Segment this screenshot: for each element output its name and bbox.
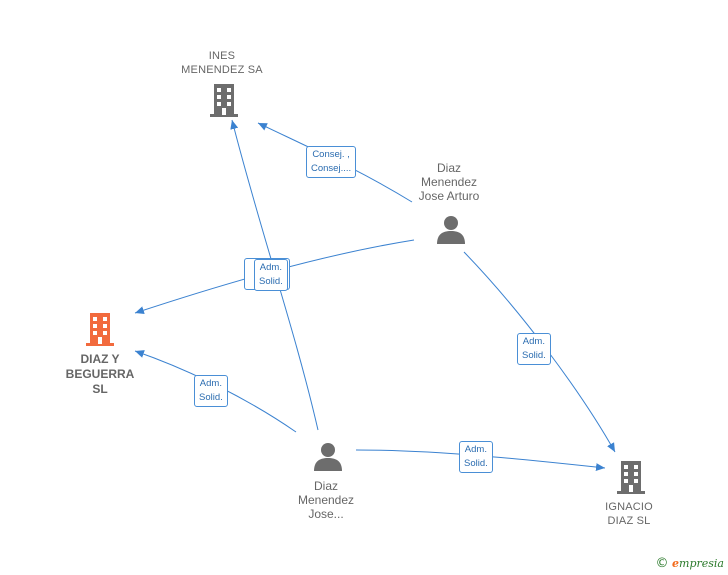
company-label-ignacio[interactable]: IGNACIO DIAZ SL	[605, 501, 653, 527]
edge-label-jose-ignacio[interactable]: Adm. Solid.	[459, 441, 493, 473]
building-icon-highlighted[interactable]	[84, 312, 116, 346]
building-icon[interactable]	[208, 83, 240, 117]
person-icon[interactable]	[313, 441, 343, 471]
person-label-arturo[interactable]: Diaz Menendez Jose Arturo	[418, 161, 480, 203]
building-icon[interactable]	[615, 460, 647, 494]
copyright-icon: ©	[655, 556, 669, 571]
person-label-jose[interactable]: Diaz Menendez Jose...	[297, 479, 355, 521]
brand-watermark: © empresia	[656, 556, 724, 571]
company-label-diaz-beguerra[interactable]: DIAZ Y BEGUERRA SL	[65, 352, 135, 396]
brand-logo-initial: e	[672, 557, 680, 570]
edge-label-arturo-ignacio[interactable]: Adm. Solid.	[517, 333, 551, 365]
company-label-ines[interactable]: INES MENENDEZ SA	[181, 50, 263, 76]
edge-label-arturo-ines[interactable]: Consej. , Consej....	[306, 146, 357, 178]
edge-label-arturo-beguerra[interactable]: Adm. Solid.	[254, 259, 288, 291]
edge-label-jose-beguerra[interactable]: Adm. Solid.	[194, 375, 228, 407]
brand-logo-text: mpresia	[679, 557, 724, 570]
person-icon[interactable]	[436, 214, 466, 244]
